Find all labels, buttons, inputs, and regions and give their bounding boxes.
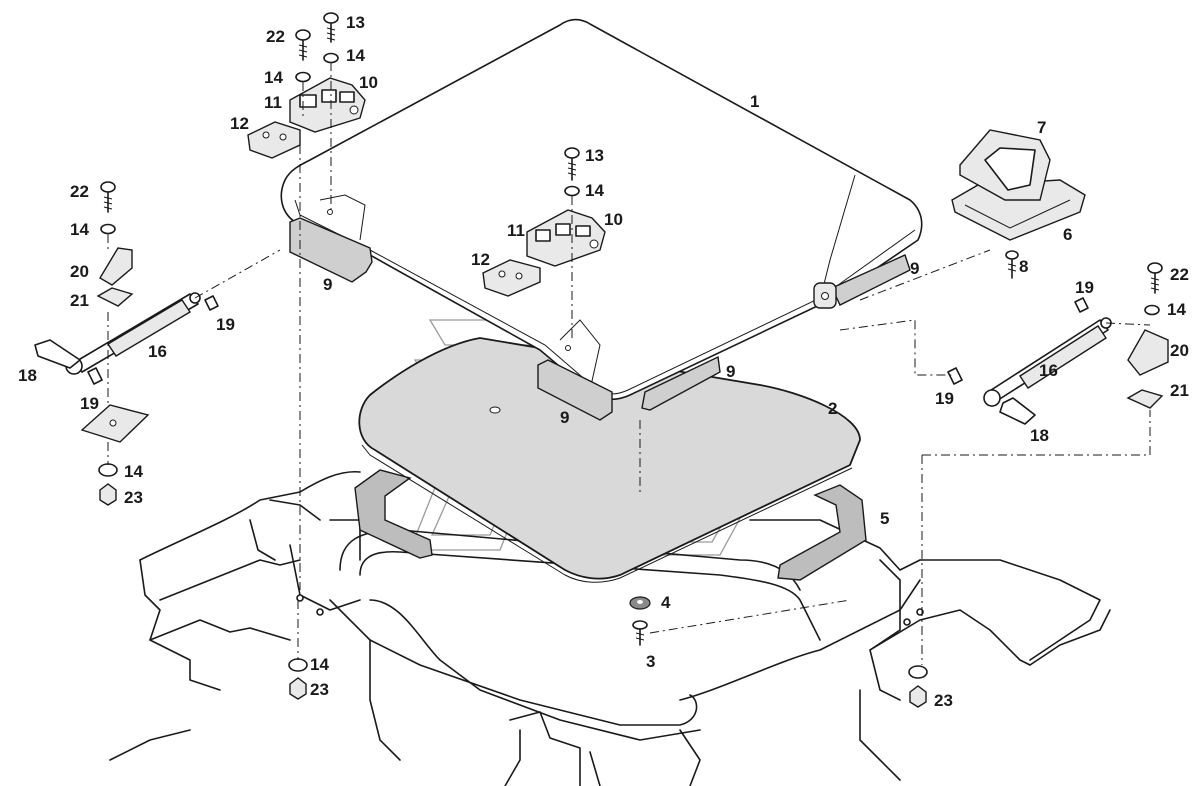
callout-6: 6 xyxy=(1063,225,1072,244)
callout-10: 10 xyxy=(604,210,623,229)
callout-11: 11 xyxy=(507,221,525,240)
callout-12: 12 xyxy=(230,114,249,133)
callout-23: 23 xyxy=(310,680,329,699)
left-gas-strut-assembly xyxy=(34,181,281,506)
callout-18: 18 xyxy=(1030,426,1049,445)
bottom-fasteners xyxy=(288,596,851,700)
callout-18: 18 xyxy=(18,366,37,385)
callout-11: 11 xyxy=(264,93,282,112)
callout-23: 23 xyxy=(124,488,143,507)
callout-4: 4 xyxy=(661,593,671,612)
callout-21: 21 xyxy=(70,291,89,310)
callout-7: 7 xyxy=(1037,118,1046,137)
callout-22: 22 xyxy=(1170,265,1189,284)
callout-14: 14 xyxy=(1167,300,1186,319)
part-5-seal-frame xyxy=(354,469,867,581)
callout-22: 22 xyxy=(70,182,89,201)
callout-13: 13 xyxy=(585,146,604,165)
callout-19: 19 xyxy=(935,389,954,408)
callout-8: 8 xyxy=(1019,257,1028,276)
callout-19: 19 xyxy=(80,394,99,413)
callout-9: 9 xyxy=(726,362,735,381)
callout-14: 14 xyxy=(124,462,143,481)
callout-2: 2 xyxy=(828,399,837,418)
callout-5: 5 xyxy=(880,509,889,528)
latch-assembly-center xyxy=(482,147,641,495)
callout-14: 14 xyxy=(346,46,365,65)
callout-12: 12 xyxy=(471,250,490,269)
callout-9: 9 xyxy=(323,275,332,294)
callout-9: 9 xyxy=(910,259,919,278)
callout-16: 16 xyxy=(1039,361,1058,380)
callout-23: 23 xyxy=(934,691,953,710)
cab-roof-structure xyxy=(109,470,1111,786)
callout-20: 20 xyxy=(70,262,89,281)
right-gas-strut-assembly xyxy=(839,249,1169,708)
callout-19: 19 xyxy=(1075,278,1094,297)
latch-assembly-top-left xyxy=(247,12,366,590)
callout-13: 13 xyxy=(346,13,365,32)
callout-labels: 1 2 3 4 5 6 7 8 9 9 9 9 10 10 11 11 12 1… xyxy=(18,13,1189,710)
callout-10: 10 xyxy=(359,73,378,92)
callout-9: 9 xyxy=(560,408,569,427)
callout-14: 14 xyxy=(310,655,329,674)
callout-14: 14 xyxy=(585,181,604,200)
callout-14: 14 xyxy=(264,68,283,87)
callout-20: 20 xyxy=(1170,341,1189,360)
vent-cover-assembly xyxy=(951,129,1086,279)
callout-16: 16 xyxy=(148,342,167,361)
callout-19: 19 xyxy=(216,315,235,334)
callout-21: 21 xyxy=(1170,381,1189,400)
part-2-seal-plate xyxy=(358,337,861,583)
callout-22: 22 xyxy=(266,27,285,46)
callout-1: 1 xyxy=(750,92,759,111)
callout-3: 3 xyxy=(646,652,655,671)
callout-14: 14 xyxy=(70,220,89,239)
